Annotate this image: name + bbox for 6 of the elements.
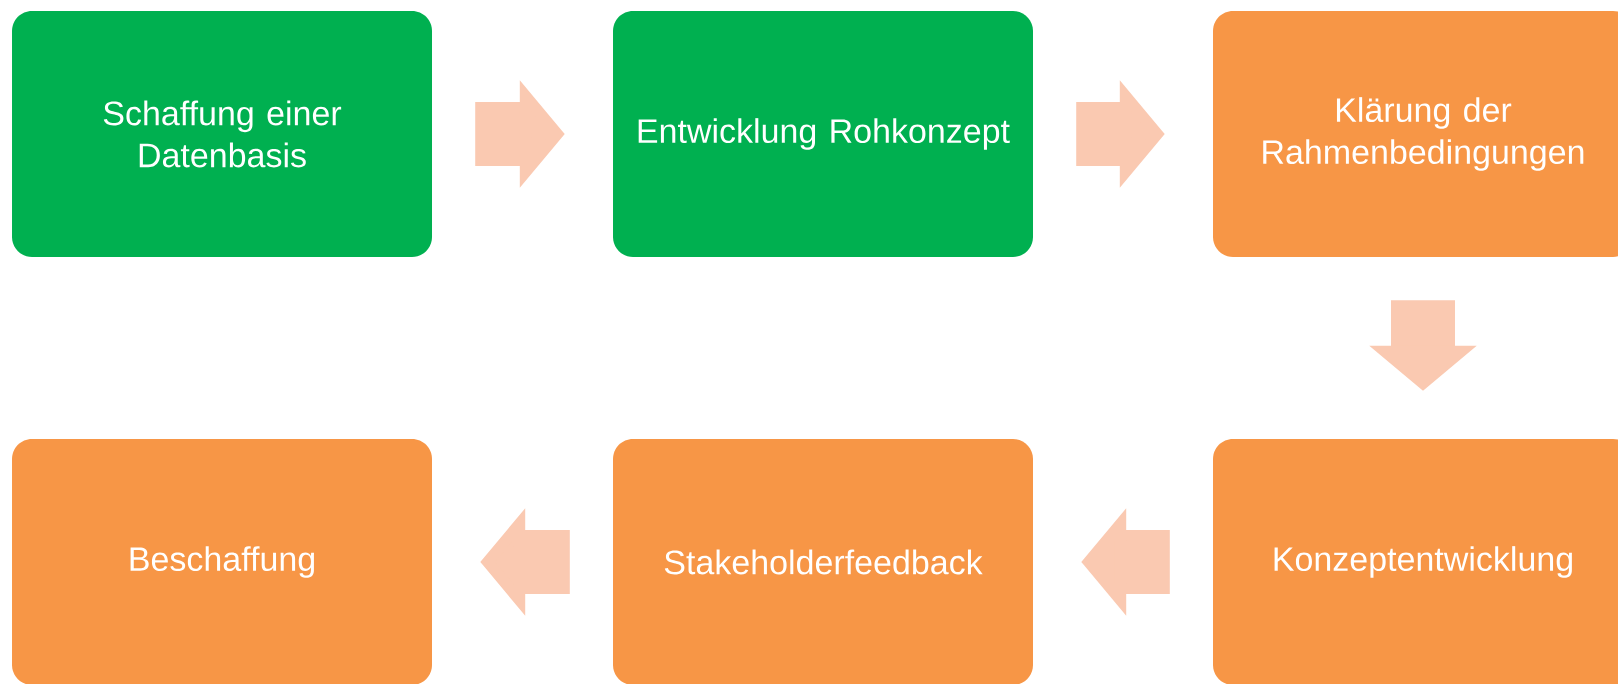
- process-box: Stakeholderfeedback: [613, 439, 1033, 684]
- process-box: Konzeptentwicklung: [1213, 439, 1618, 684]
- process-box: Klärung der Rahmenbedingungen: [1213, 11, 1618, 257]
- process-box: Entwicklung Rohkonzept: [613, 11, 1033, 257]
- process-box: Schaffung einer Datenbasis: [12, 11, 432, 257]
- process-box: Beschaffung: [12, 439, 432, 684]
